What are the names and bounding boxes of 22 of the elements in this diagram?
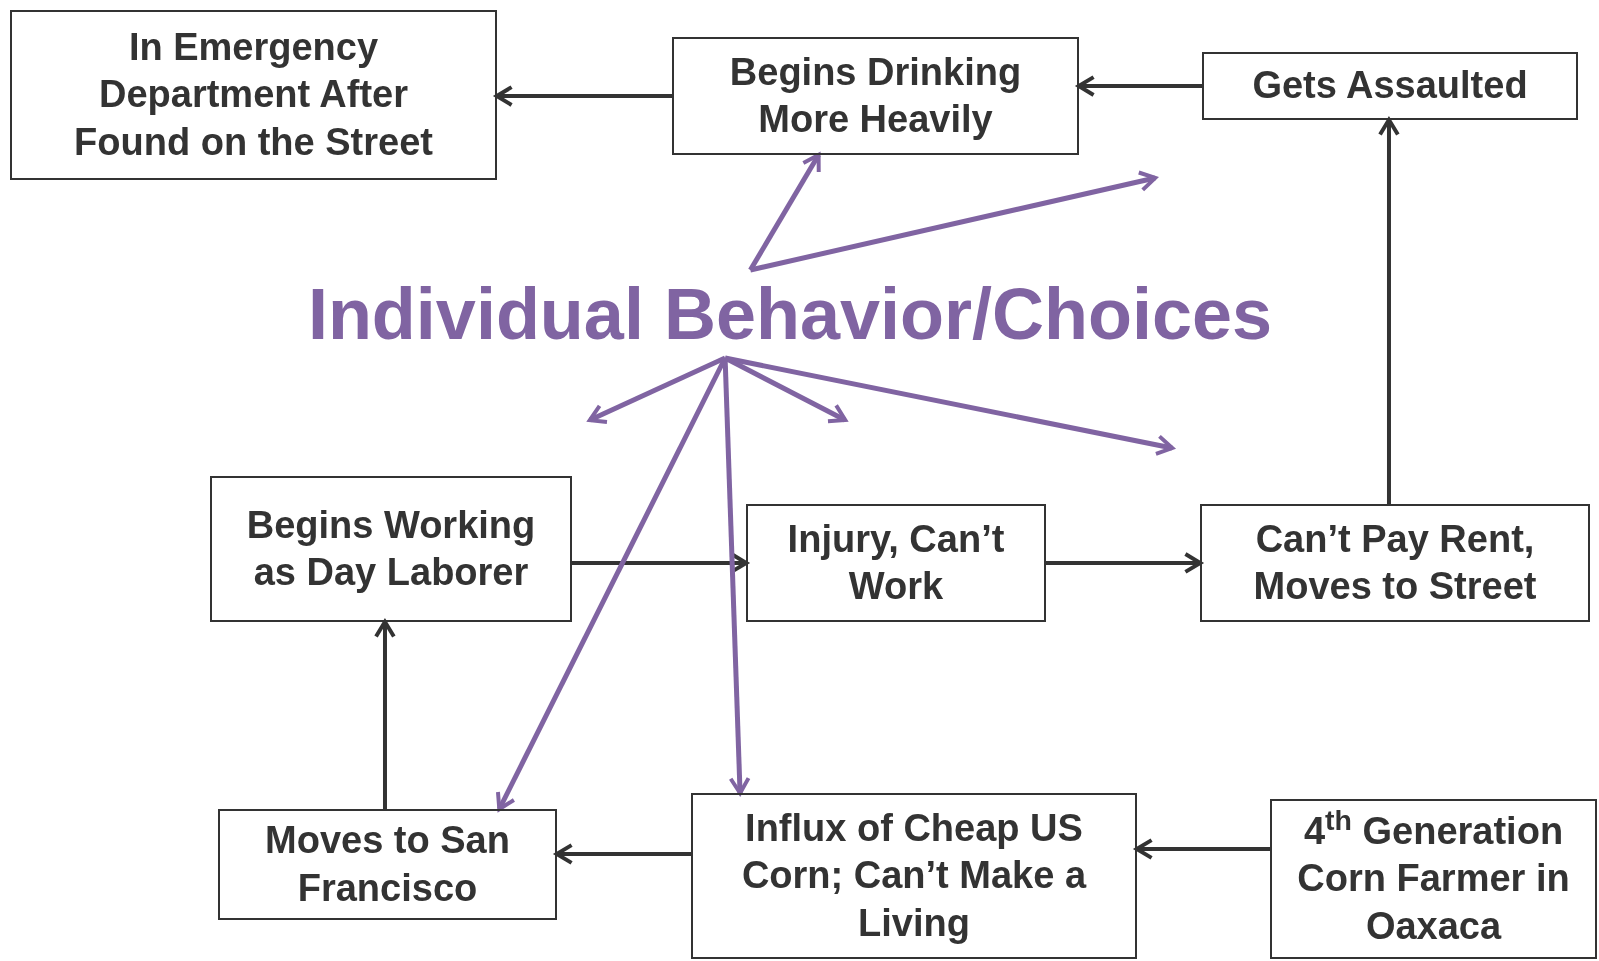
event-box: Begins Drinking More Heavily [672,37,1079,155]
event-box: Injury, Can’t Work [746,504,1046,622]
event-box: Gets Assaulted [1202,52,1578,120]
arrow [1135,839,1270,859]
event-box: Moves to San Francisco [218,809,557,920]
arrow [495,86,672,106]
arrow [555,844,691,864]
event-box: Can’t Pay Rent, Moves to Street [1200,504,1590,622]
arrow [588,355,727,423]
event-box: Begins Working as Day Laborer [210,476,572,622]
event-box: In Emergency Department After Found on the Street [10,10,497,180]
arrow [724,355,1174,455]
event-box: Influx of Cheap US Corn; Can’t Make a Living [691,793,1137,959]
arrow [572,553,748,573]
event-box: 4$^{th}$ Generation Corn Farmer in Oaxaca [1270,799,1597,959]
arrow [1379,118,1399,504]
arrow [1046,553,1202,573]
arrow [748,153,821,272]
arrow [375,620,395,809]
arrow [749,171,1157,273]
arrow [1077,76,1202,96]
heading-text: Individual Behavior/Choices [240,270,1340,358]
